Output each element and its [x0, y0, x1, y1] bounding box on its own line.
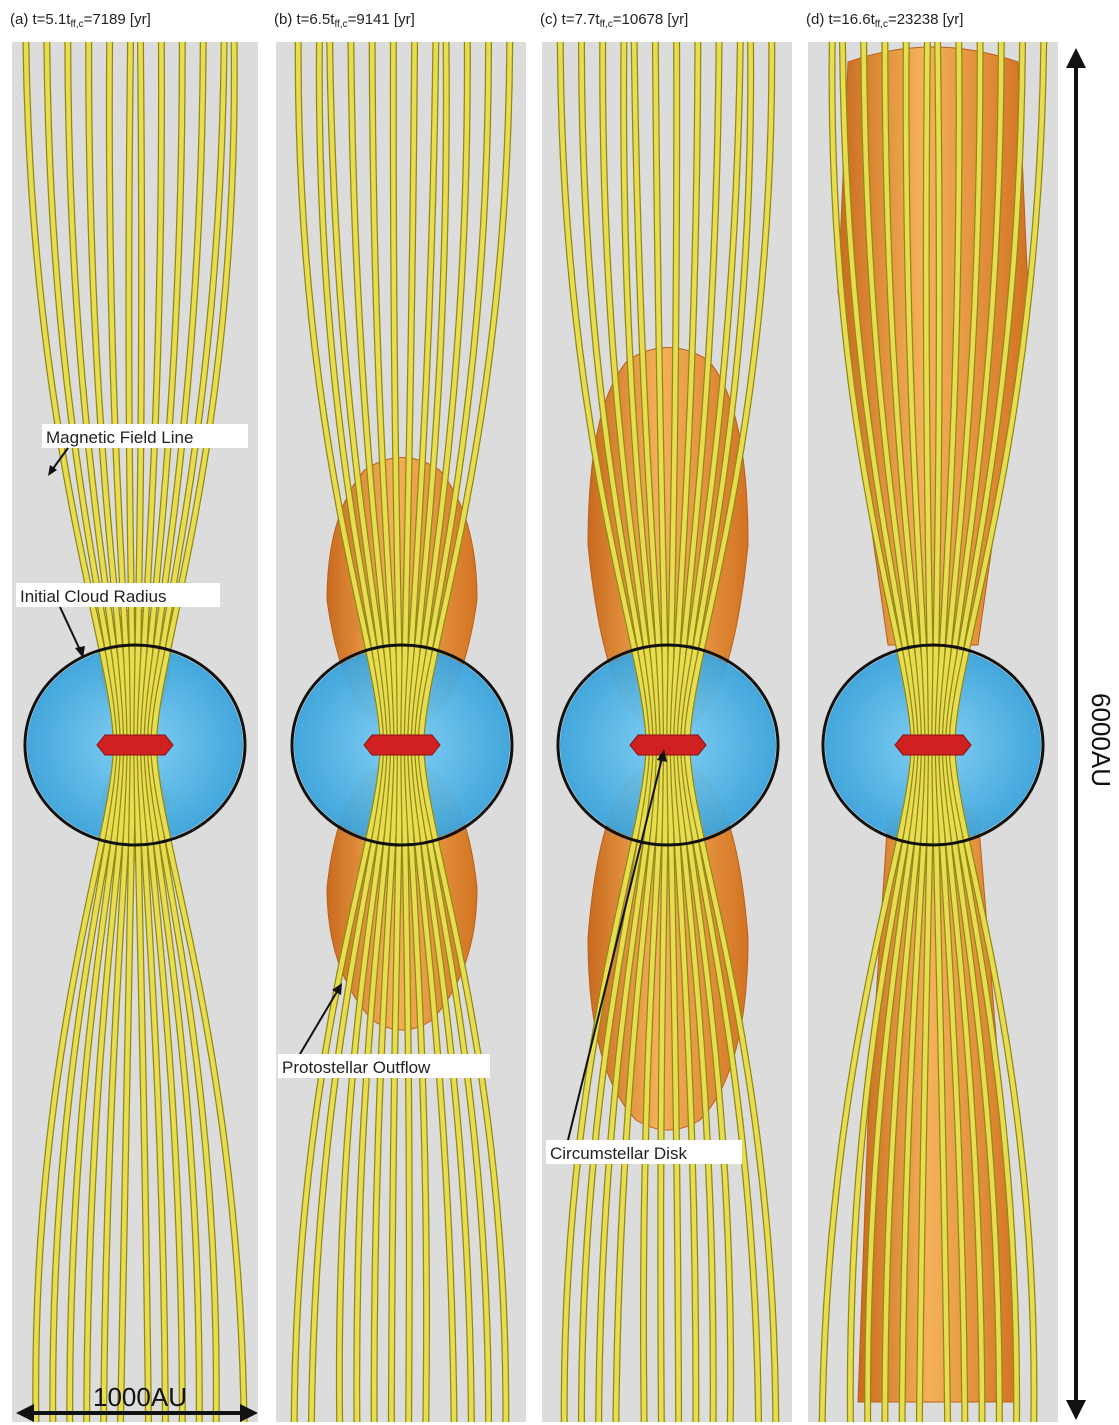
circumstellar-disk	[97, 735, 173, 755]
panel-title-c: (c) t=7.7tff,c=10678 [yr]	[540, 11, 688, 30]
panel-title-b: (b) t=6.5tff,c=9141 [yr]	[274, 11, 415, 30]
panel-d	[808, 42, 1058, 1422]
circumstellar-disk	[895, 735, 971, 755]
circumstellar-disk	[364, 735, 440, 755]
label-protostellar-outflow: Protostellar Outflow	[282, 1058, 431, 1077]
label-magnetic-field-line: Magnetic Field Line	[46, 428, 193, 447]
scale-label-horizontal: 1000AU	[93, 1382, 187, 1412]
scale-bar-vertical: 6000AU	[1066, 48, 1116, 1420]
scale-label-vertical: 6000AU	[1086, 693, 1116, 787]
panel-title-d: (d) t=16.6tff,c=23238 [yr]	[806, 11, 963, 30]
label-initial-cloud-radius: Initial Cloud Radius	[20, 587, 166, 606]
circumstellar-disk	[630, 735, 706, 755]
panel-c	[542, 42, 792, 1422]
label-circumstellar-disk: Circumstellar Disk	[550, 1144, 687, 1163]
panel-b	[276, 42, 526, 1422]
panel-title-a: (a) t=5.1tff,c=7189 [yr]	[10, 11, 151, 30]
panel-a	[12, 42, 258, 1422]
